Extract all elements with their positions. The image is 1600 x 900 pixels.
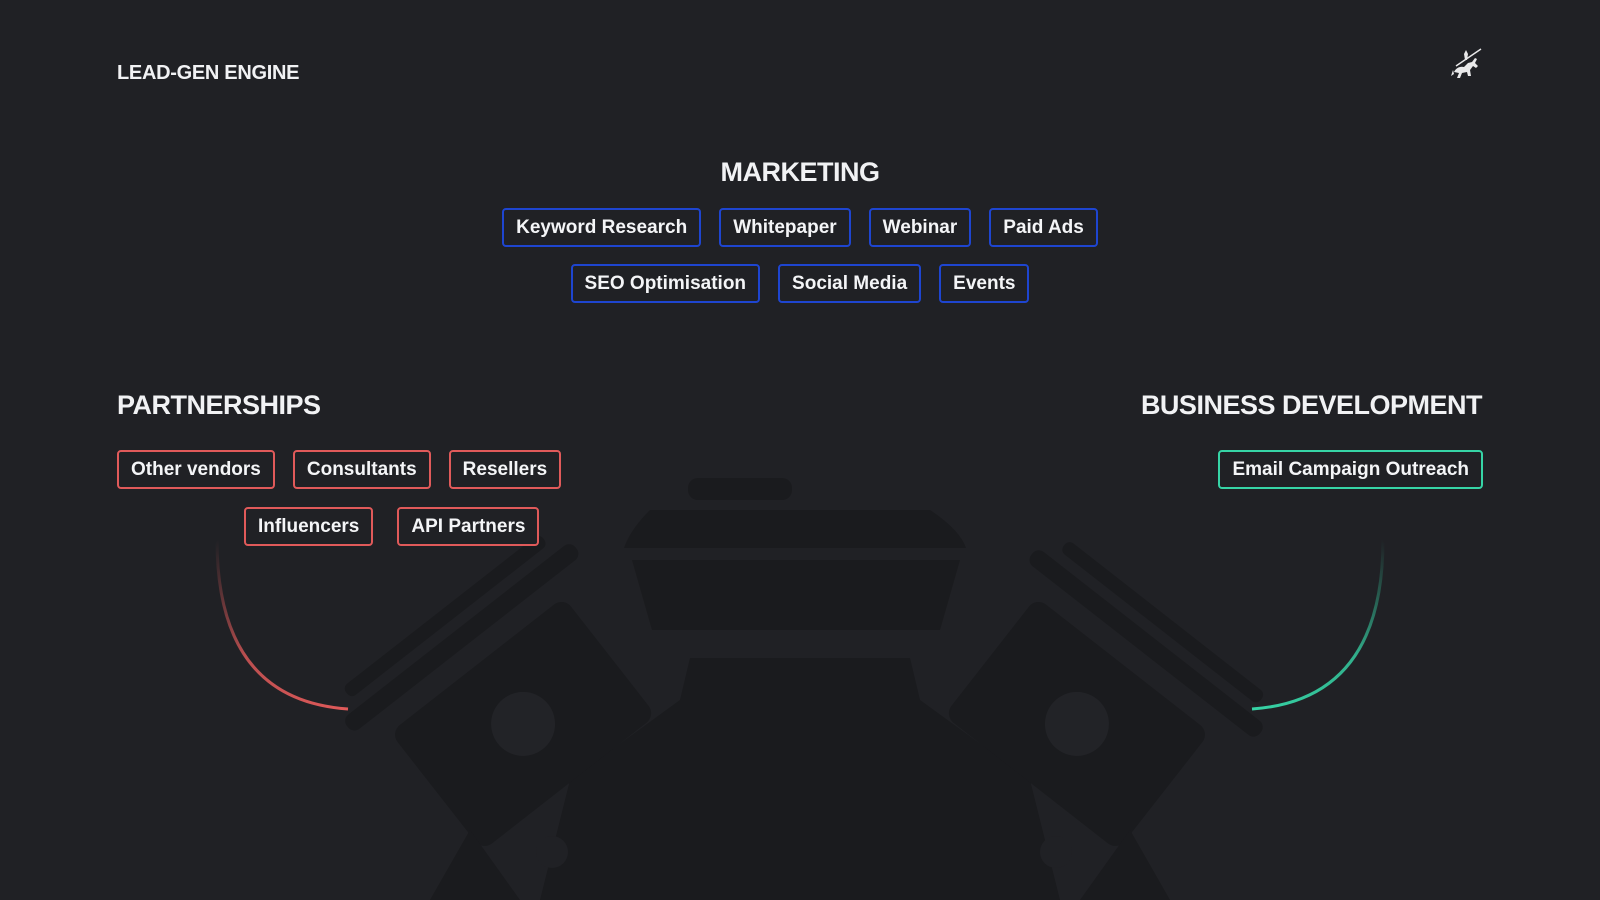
knight-on-horse-icon: [1451, 48, 1482, 78]
business-development-title: BUSINESS DEVELOPMENT: [1140, 390, 1483, 420]
engine-left-bank: [344, 536, 652, 846]
marketing-tags-row-1: Keyword Research Whitepaper Webinar Paid…: [0, 208, 1600, 247]
tag-webinar: Webinar: [868, 208, 972, 247]
engine-left-foot: [430, 830, 520, 900]
tag-whitepaper: Whitepaper: [719, 208, 851, 247]
tag-other-vendors: Other vendors: [117, 450, 275, 489]
tag-email-campaign-outreach: Email Campaign Outreach: [1218, 450, 1483, 489]
business-development-connector: [1251, 539, 1385, 711]
tag-social-media: Social Media: [778, 264, 922, 303]
partnerships-tags-row-1: Other vendors Consultants Resellers: [117, 450, 562, 489]
engine-right-bank: [948, 542, 1264, 846]
tag-paid-ads: Paid Ads: [989, 208, 1098, 247]
business-development-tags-row-1: Email Campaign Outreach: [1218, 450, 1483, 489]
partnerships-connector: [215, 539, 349, 711]
engine-block: [540, 658, 1060, 900]
tag-consultants: Consultants: [292, 450, 431, 489]
marketing-title: MARKETING: [720, 157, 881, 187]
partnerships-tags-row-2: Influencers API Partners: [244, 507, 540, 546]
tag-seo-optimisation: SEO Optimisation: [570, 264, 761, 303]
tag-events: Events: [939, 264, 1030, 303]
marketing-tags-row-2: SEO Optimisation Social Media Events: [0, 264, 1600, 303]
page-title: LEAD-GEN ENGINE: [117, 62, 300, 84]
tag-keyword-research: Keyword Research: [502, 208, 702, 247]
engine-right-foot: [1080, 830, 1170, 900]
engine-air-filter-body: [632, 560, 960, 630]
partnerships-title: PARTNERSHIPS: [117, 390, 321, 420]
engine-oil-cap: [688, 478, 792, 500]
tag-resellers: Resellers: [448, 450, 562, 489]
tag-influencers: Influencers: [244, 507, 374, 546]
tag-api-partners: API Partners: [397, 507, 540, 546]
engine-air-filter-top: [624, 510, 966, 548]
